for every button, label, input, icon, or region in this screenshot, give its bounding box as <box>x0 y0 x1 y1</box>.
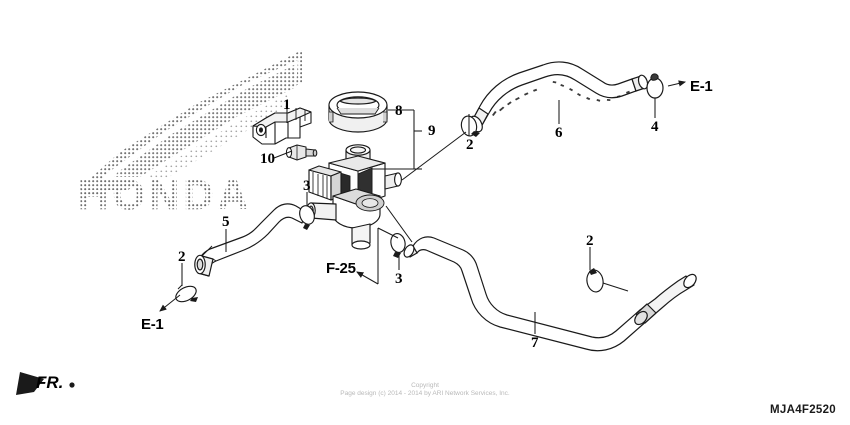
reference-e1-left[interactable]: E-1 <box>141 316 164 333</box>
part-hose-6 <box>469 61 649 133</box>
callout-2-left: 2 <box>178 249 186 265</box>
part-clip-4 <box>646 73 664 99</box>
callout-5: 5 <box>222 214 230 230</box>
callout-1: 1 <box>283 97 291 113</box>
callout-6: 6 <box>555 125 563 141</box>
callout-10: 10 <box>260 151 275 167</box>
honda-wordmark-watermark: HONDA <box>78 171 252 219</box>
part-purge-control-solenoid-valve <box>306 144 402 250</box>
part-hose-5 <box>194 203 307 277</box>
honda-wing-watermark <box>78 36 302 190</box>
callout-9: 9 <box>428 123 436 139</box>
callout-4: 4 <box>651 119 659 135</box>
callout-7: 7 <box>531 335 539 351</box>
part-number-label: MJA4F2520 <box>770 404 836 416</box>
reference-e1-right[interactable]: E-1 <box>690 78 713 95</box>
copyright-title: Copyright <box>411 382 439 389</box>
callout-3-bottom: 3 <box>395 271 403 287</box>
part-clip-3-bottom <box>390 233 406 258</box>
callout-8: 8 <box>395 103 403 119</box>
svg-text:HONDA: HONDA <box>78 171 252 218</box>
part-clamp-2-right <box>586 268 604 293</box>
part-valve-bracket <box>252 107 312 145</box>
callout-2-top: 2 <box>466 137 474 153</box>
part-mounting-bolt <box>285 144 318 161</box>
part-valve-collar <box>328 91 388 133</box>
part-hose-7 <box>403 236 697 352</box>
copyright-line: Page design (c) 2014 - 2014 by ARI Netwo… <box>340 390 510 397</box>
callout-2-right: 2 <box>586 233 594 249</box>
front-direction-arrow <box>16 372 75 395</box>
reference-f25[interactable]: F-25 <box>326 260 356 277</box>
front-direction-label: FR. <box>36 373 64 392</box>
copyright-block: Copyright Page design (c) 2014 - 2014 by… <box>0 382 850 398</box>
part-clamp-2-left <box>175 284 198 303</box>
part-clip-3-left <box>299 205 315 230</box>
callout-3-left: 3 <box>303 178 311 194</box>
callout-leader-lines <box>159 80 687 334</box>
